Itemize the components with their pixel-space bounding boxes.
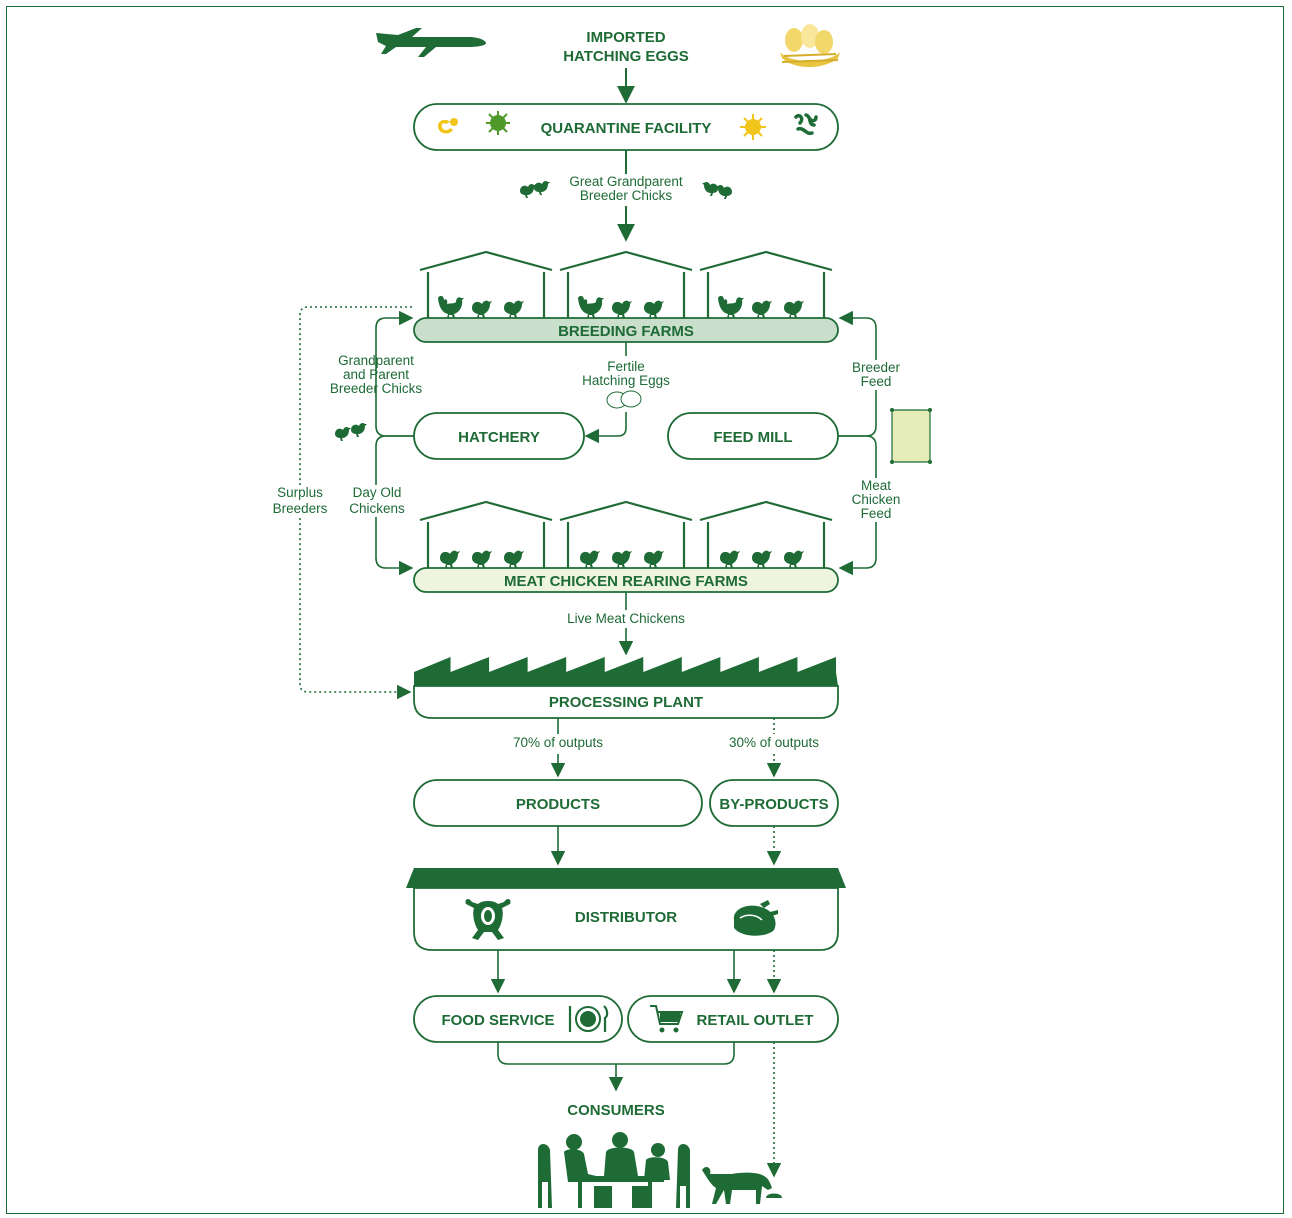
hen-icon bbox=[644, 300, 664, 318]
food-service-label: FOOD SERVICE bbox=[441, 1012, 554, 1029]
hen-icon bbox=[784, 550, 804, 568]
breeding-shed bbox=[419, 250, 553, 320]
day-old-label-1: Day Old bbox=[353, 485, 402, 500]
airplane-icon bbox=[376, 28, 486, 57]
breeding-shed bbox=[699, 250, 833, 320]
meat-farm-sheds bbox=[419, 500, 833, 570]
meat-farms-label: MEAT CHICKEN REARING FARMS bbox=[504, 573, 748, 590]
hatchery-label: HATCHERY bbox=[458, 429, 540, 446]
bacteria-cluster-icon bbox=[794, 113, 818, 136]
hen-icon bbox=[612, 550, 632, 568]
hen-icon bbox=[472, 300, 492, 318]
retail-label: RETAIL OUTLET bbox=[697, 1012, 814, 1029]
quarantine-label: QUARANTINE FACILITY bbox=[541, 120, 712, 137]
day-old-label-2: Chickens bbox=[349, 501, 405, 516]
gp-label-2: and Parent bbox=[343, 367, 409, 382]
hen-icon bbox=[644, 550, 664, 568]
rooster-icon bbox=[578, 295, 604, 318]
eggs-icon bbox=[606, 390, 642, 409]
chicks-icon bbox=[520, 180, 550, 198]
imported-label-1: IMPORTED bbox=[586, 29, 665, 46]
hen-icon bbox=[752, 550, 772, 568]
egg-nest-icon bbox=[780, 24, 840, 67]
ggp-label-2: Breeder Chicks bbox=[580, 188, 673, 203]
feed-mill-label: FEED MILL bbox=[713, 429, 792, 446]
whole-chicken-icon bbox=[465, 898, 511, 940]
gp-label-1: Grandparent bbox=[338, 353, 414, 368]
hen-icon bbox=[472, 550, 492, 568]
plate-cutlery-icon bbox=[568, 1005, 609, 1032]
distributor-box bbox=[413, 887, 839, 951]
diagram-frame bbox=[6, 6, 1284, 1214]
distributor-label: DISTRIBUTOR bbox=[575, 909, 677, 926]
bacteria-icon bbox=[438, 118, 458, 134]
virus-yellow-icon bbox=[740, 114, 766, 140]
byproducts-label: BY-PRODUCTS bbox=[719, 796, 828, 813]
hen-icon bbox=[612, 300, 632, 318]
surplus-label-1: Surplus bbox=[277, 485, 323, 500]
factory-roof bbox=[414, 657, 838, 686]
hen-icon bbox=[504, 300, 524, 318]
fertile-label-2: Hatching Eggs bbox=[582, 373, 670, 388]
gp-label-3: Breeder Chicks bbox=[330, 381, 423, 396]
chicks-icon bbox=[335, 422, 367, 441]
distributor-roof bbox=[406, 868, 846, 888]
roast-chicken-icon bbox=[733, 900, 778, 936]
processing-label: PROCESSING PLANT bbox=[549, 694, 703, 711]
breeding-shed bbox=[559, 250, 693, 320]
processing-box bbox=[413, 685, 839, 719]
surplus-label-2: Breeders bbox=[273, 501, 328, 516]
ggp-label-1: Great Grandparent bbox=[569, 174, 683, 189]
hen-icon bbox=[504, 550, 524, 568]
chicks-icon bbox=[702, 181, 732, 199]
rooster-icon bbox=[718, 295, 744, 318]
imported-label-2: HATCHING EGGS bbox=[563, 48, 689, 65]
breeding-label: BREEDING FARMS bbox=[558, 323, 694, 340]
fertile-label-1: Fertile bbox=[607, 359, 645, 374]
breeder-feed-1: Breeder bbox=[852, 360, 901, 375]
meat-shed bbox=[699, 500, 833, 570]
meat-feed-1: Meat bbox=[861, 478, 891, 493]
hen-icon bbox=[580, 550, 600, 568]
hen-icon bbox=[440, 550, 460, 568]
live-chickens-label: Live Meat Chickens bbox=[567, 611, 685, 626]
hen-icon bbox=[720, 550, 740, 568]
products-label: PRODUCTS bbox=[516, 796, 600, 813]
outputs-70: 70% of outputs bbox=[513, 735, 603, 750]
dog-icon bbox=[702, 1167, 782, 1204]
outputs-30: 30% of outputs bbox=[729, 735, 819, 750]
meat-shed bbox=[419, 500, 553, 570]
hen-icon bbox=[784, 300, 804, 318]
consumers-label: CONSUMERS bbox=[567, 1102, 665, 1119]
breeder-feed-2: Feed bbox=[861, 374, 892, 389]
family-dining-icon bbox=[538, 1132, 690, 1208]
meat-feed-2: Chicken bbox=[852, 492, 901, 507]
shopping-cart-icon bbox=[650, 1005, 684, 1033]
hen-icon bbox=[752, 300, 772, 318]
feed-bag-icon bbox=[890, 408, 932, 464]
rooster-icon bbox=[438, 295, 464, 318]
meat-shed bbox=[559, 500, 693, 570]
virus-icon bbox=[486, 111, 510, 135]
meat-feed-3: Feed bbox=[861, 506, 892, 521]
breeding-sheds bbox=[419, 250, 833, 320]
retail-box bbox=[627, 995, 839, 1043]
